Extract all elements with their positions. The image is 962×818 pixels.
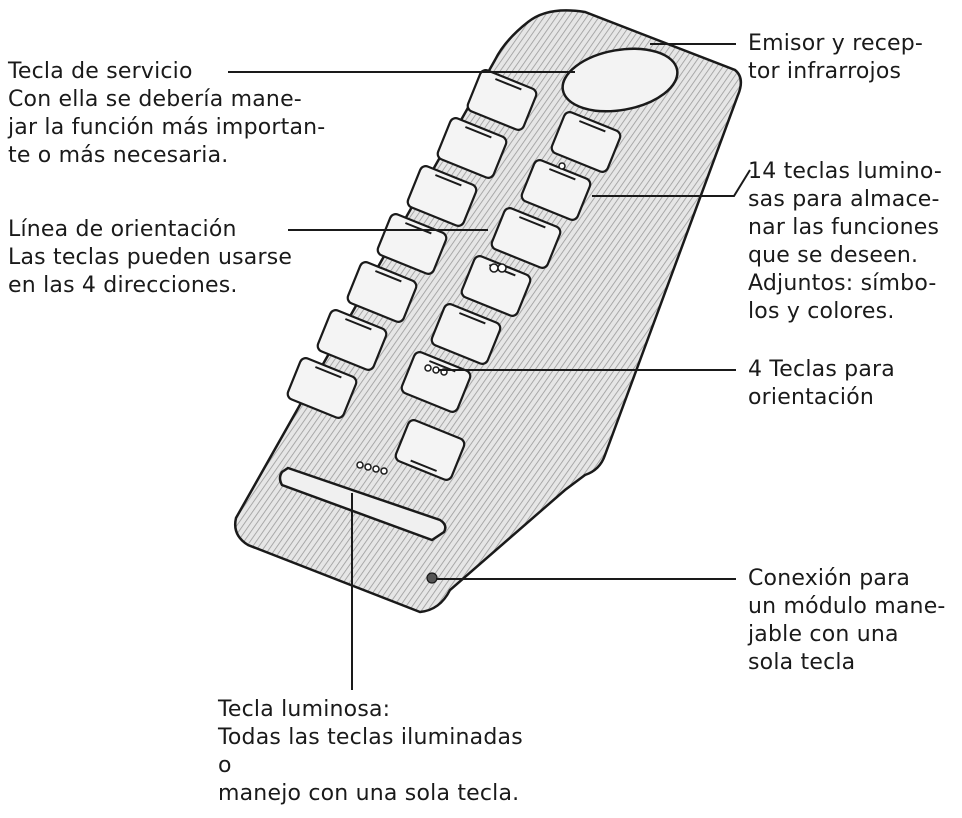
connector-port	[426, 572, 438, 584]
label-line: 4 Teclas para	[748, 357, 895, 382]
label-light-key: Tecla luminosa: Todas las teclas ilumina…	[218, 696, 523, 808]
light-key	[550, 111, 622, 173]
label-line: Con ella se debería mane-	[8, 87, 302, 112]
label-line: jable con una	[748, 622, 899, 647]
light-key	[466, 69, 538, 131]
label-line: jar la función más importan-	[8, 115, 326, 140]
bottom-light-key	[278, 466, 447, 542]
label-ir-emitter: Emisor y recep- tor infrarrojos	[748, 30, 923, 86]
light-key	[490, 207, 562, 269]
light-key	[400, 351, 472, 413]
light-key	[316, 309, 388, 371]
remote-control-body	[234, 9, 743, 614]
light-key	[286, 357, 358, 419]
label-line: te o más necesaria.	[8, 143, 229, 168]
label-line: tor infrarrojos	[748, 59, 902, 84]
label-line: Conexión para	[748, 566, 911, 591]
label-orientation-keys: 4 Teclas para orientación	[748, 356, 895, 412]
leader-light-keys	[592, 169, 751, 197]
light-key	[436, 117, 508, 179]
label-line: Todas las teclas iluminadas	[218, 725, 523, 750]
label-line: o	[218, 753, 232, 778]
label-line: un módulo mane-	[748, 594, 946, 619]
light-key	[406, 165, 478, 227]
leader-lines	[228, 43, 751, 690]
label-line: que se deseen.	[748, 243, 919, 268]
label-line: Línea de orientación	[8, 217, 237, 242]
label-line: en las 4 direcciones.	[8, 273, 238, 298]
label-line: manejo con una sola tecla.	[218, 781, 520, 806]
light-key	[520, 159, 592, 221]
label-line: Tecla de servicio	[8, 59, 193, 84]
label-line: Emisor y recep-	[748, 31, 924, 56]
label-line: orientación	[748, 385, 875, 410]
label-connection: Conexión para un módulo mane- jable con …	[748, 565, 946, 677]
label-line: Adjuntos: símbo-	[748, 271, 937, 296]
ir-window	[561, 47, 679, 113]
label-line: Las teclas pueden usarse	[8, 245, 293, 270]
label-light-keys: 14 teclas lumino- sas para almace- nar l…	[748, 158, 942, 326]
light-key	[346, 261, 418, 323]
label-service-key: Tecla de servicio Con ella se debería ma…	[8, 58, 325, 170]
label-line: nar las funciones	[748, 215, 940, 240]
orientation-dots	[356, 162, 566, 475]
label-line: sola tecla	[748, 650, 856, 675]
label-orientation-line: Línea de orientación Las teclas pueden u…	[8, 216, 292, 300]
label-line: los y colores.	[748, 299, 895, 324]
light-key	[430, 303, 502, 365]
label-line: sas para almace-	[748, 187, 940, 212]
light-key	[394, 419, 466, 481]
label-line: 14 teclas lumino-	[748, 159, 943, 184]
label-line: Tecla luminosa:	[218, 697, 391, 722]
